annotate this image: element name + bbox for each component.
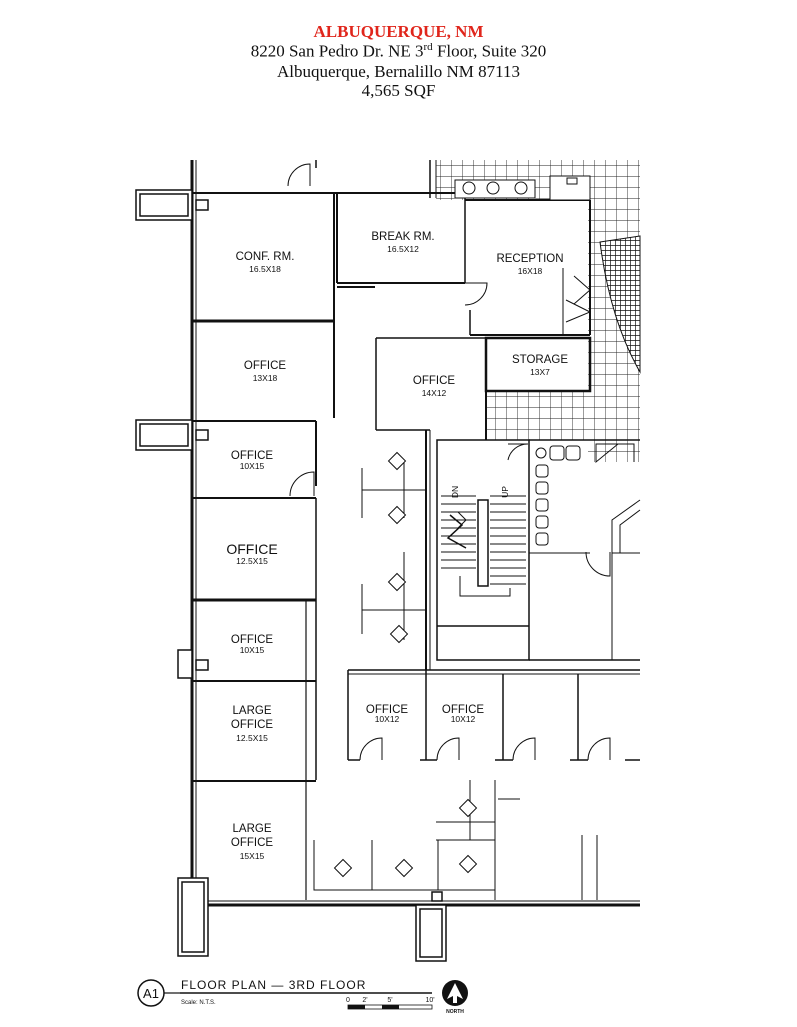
large-office-2-line2: OFFICE xyxy=(231,837,273,849)
office-13x18-name: OFFICE xyxy=(244,360,286,372)
tiled-lobby xyxy=(436,160,641,462)
room-labels: CONF. RM. 16.5X18 BREAK RM. 16.5X12 RECE… xyxy=(226,231,568,861)
title-block: A1 FLOOR PLAN — 3RD FLOOR Scale: N.T.S. … xyxy=(137,978,468,1015)
office-10x15-lower-size: 10X15 xyxy=(240,645,265,655)
office-10x12-left-size: 10X12 xyxy=(375,714,400,724)
office-10x15-upper-size: 10X15 xyxy=(240,461,265,471)
north-label: NORTH xyxy=(446,1009,464,1015)
drawing-title: FLOOR PLAN — 3RD FLOOR xyxy=(181,978,366,992)
conf-room-size: 16.5X18 xyxy=(249,264,281,274)
property-city-line: Albuquerque, Bernalillo NM 87113 xyxy=(277,62,520,81)
scale-2: 2' xyxy=(362,997,367,1004)
storage-size: 13X7 xyxy=(530,367,550,377)
large-office-2-line1: LARGE xyxy=(233,823,272,835)
address-main: 8220 San Pedro Dr. NE 3 xyxy=(250,41,424,61)
drawing-scale: Scale: N.T.S. xyxy=(181,1000,216,1006)
large-office-1-size: 12.5X15 xyxy=(236,733,268,743)
workstations xyxy=(313,451,496,900)
office-14x12-size: 14X12 xyxy=(422,388,447,398)
office-10x12-right-name: OFFICE xyxy=(442,704,484,716)
large-office-1-line2: OFFICE xyxy=(231,719,273,731)
north-arrow-icon: NORTH xyxy=(442,980,468,1015)
stair-up-label: UP xyxy=(500,486,510,498)
break-room-size: 16.5X12 xyxy=(387,244,419,254)
office-14x12-name: OFFICE xyxy=(413,375,455,387)
door-swings xyxy=(287,163,635,761)
property-address: 8220 San Pedro Dr. NE 3rd Floor, Suite 3… xyxy=(0,41,797,62)
stairwell xyxy=(441,495,526,597)
office-12x15-size: 12.5X15 xyxy=(236,556,268,566)
property-city: ALBUQUERQUE, NM xyxy=(313,22,484,41)
scale-5: 5' xyxy=(387,997,392,1004)
scale-10: 10' xyxy=(425,997,434,1004)
office-10x12-right-size: 10X12 xyxy=(451,714,476,724)
address-ordinal: rd xyxy=(423,41,433,53)
reception-size: 16X18 xyxy=(518,266,543,276)
walls xyxy=(181,160,641,907)
reception-name: RECEPTION xyxy=(496,253,563,265)
property-area: 4,565 SQF xyxy=(361,81,436,100)
sheet-tag: A1 xyxy=(143,986,159,1001)
exterior-columns xyxy=(135,189,447,962)
conf-room-name: CONF. RM. xyxy=(236,251,295,263)
furniture xyxy=(454,175,591,546)
large-office-1-line1: LARGE xyxy=(233,705,272,717)
scale-bar: 0 2' 5' 10' xyxy=(346,997,435,1010)
office-13x18-size: 13X18 xyxy=(253,373,278,383)
large-office-2-size: 15X15 xyxy=(240,851,265,861)
office-10x15-lower-name: OFFICE xyxy=(231,634,273,646)
office-12x15-name: OFFICE xyxy=(226,541,277,557)
office-10x12-left-name: OFFICE xyxy=(366,704,408,716)
office-10x15-upper-name: OFFICE xyxy=(231,450,273,462)
break-room-name: BREAK RM. xyxy=(371,231,434,243)
storage-name: STORAGE xyxy=(512,354,568,366)
address-floor: Floor, Suite 320 xyxy=(432,41,547,61)
scale-0: 0 xyxy=(346,997,350,1004)
stair-down-label: DN xyxy=(450,486,460,498)
